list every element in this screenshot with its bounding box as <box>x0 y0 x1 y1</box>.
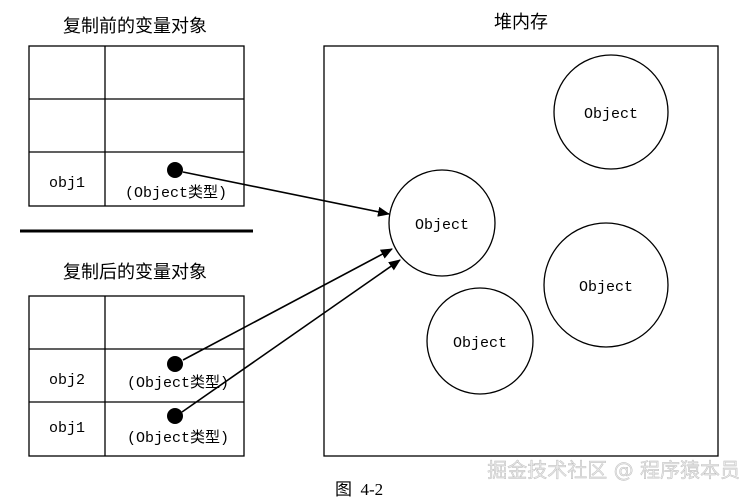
after-obj2-pointer-dot <box>167 356 183 372</box>
arrow-after-obj2-to-object <box>182 248 393 361</box>
after-row-obj1-value: (Object类型) <box>127 429 229 447</box>
before-copy-table: obj1 (Object类型) <box>28 45 245 207</box>
heap-memory-box <box>323 45 719 457</box>
heap-object-top-right: Object <box>553 54 669 170</box>
after-row-obj1-name: obj1 <box>49 420 85 437</box>
arrow-before-obj1-to-object <box>182 171 390 217</box>
heap-object-shared: Object <box>388 169 496 277</box>
before-row-obj1-value: (Object类型) <box>125 184 227 202</box>
before-obj1-pointer-dot <box>167 162 183 178</box>
arrow-after-obj1-to-object <box>181 259 401 413</box>
heap-object-top-right-label: Object <box>584 106 638 123</box>
heap-object-shared-label: Object <box>415 217 469 234</box>
after-obj1-pointer-dot <box>167 408 183 424</box>
after-copy-table: obj2 (Object类型) obj1 (Object类型) <box>28 295 245 457</box>
figure-caption: 图 4-2 <box>335 480 383 499</box>
after-copy-title: 复制后的变量对象 <box>63 262 207 283</box>
before-copy-title: 复制前的变量对象 <box>63 16 207 37</box>
heap-object-bottom: Object <box>426 287 534 395</box>
heap-title: 堆内存 <box>494 12 548 33</box>
after-row-obj2-name: obj2 <box>49 372 85 389</box>
heap-object-right: Object <box>543 222 669 348</box>
heap-object-right-label: Object <box>579 279 633 296</box>
watermark: 掘金技术社区 @ 程序猿本员 <box>487 458 740 482</box>
before-row-obj1-name: obj1 <box>49 175 85 192</box>
after-row-obj2-value: (Object类型) <box>127 374 229 392</box>
heap-object-bottom-label: Object <box>453 335 507 352</box>
